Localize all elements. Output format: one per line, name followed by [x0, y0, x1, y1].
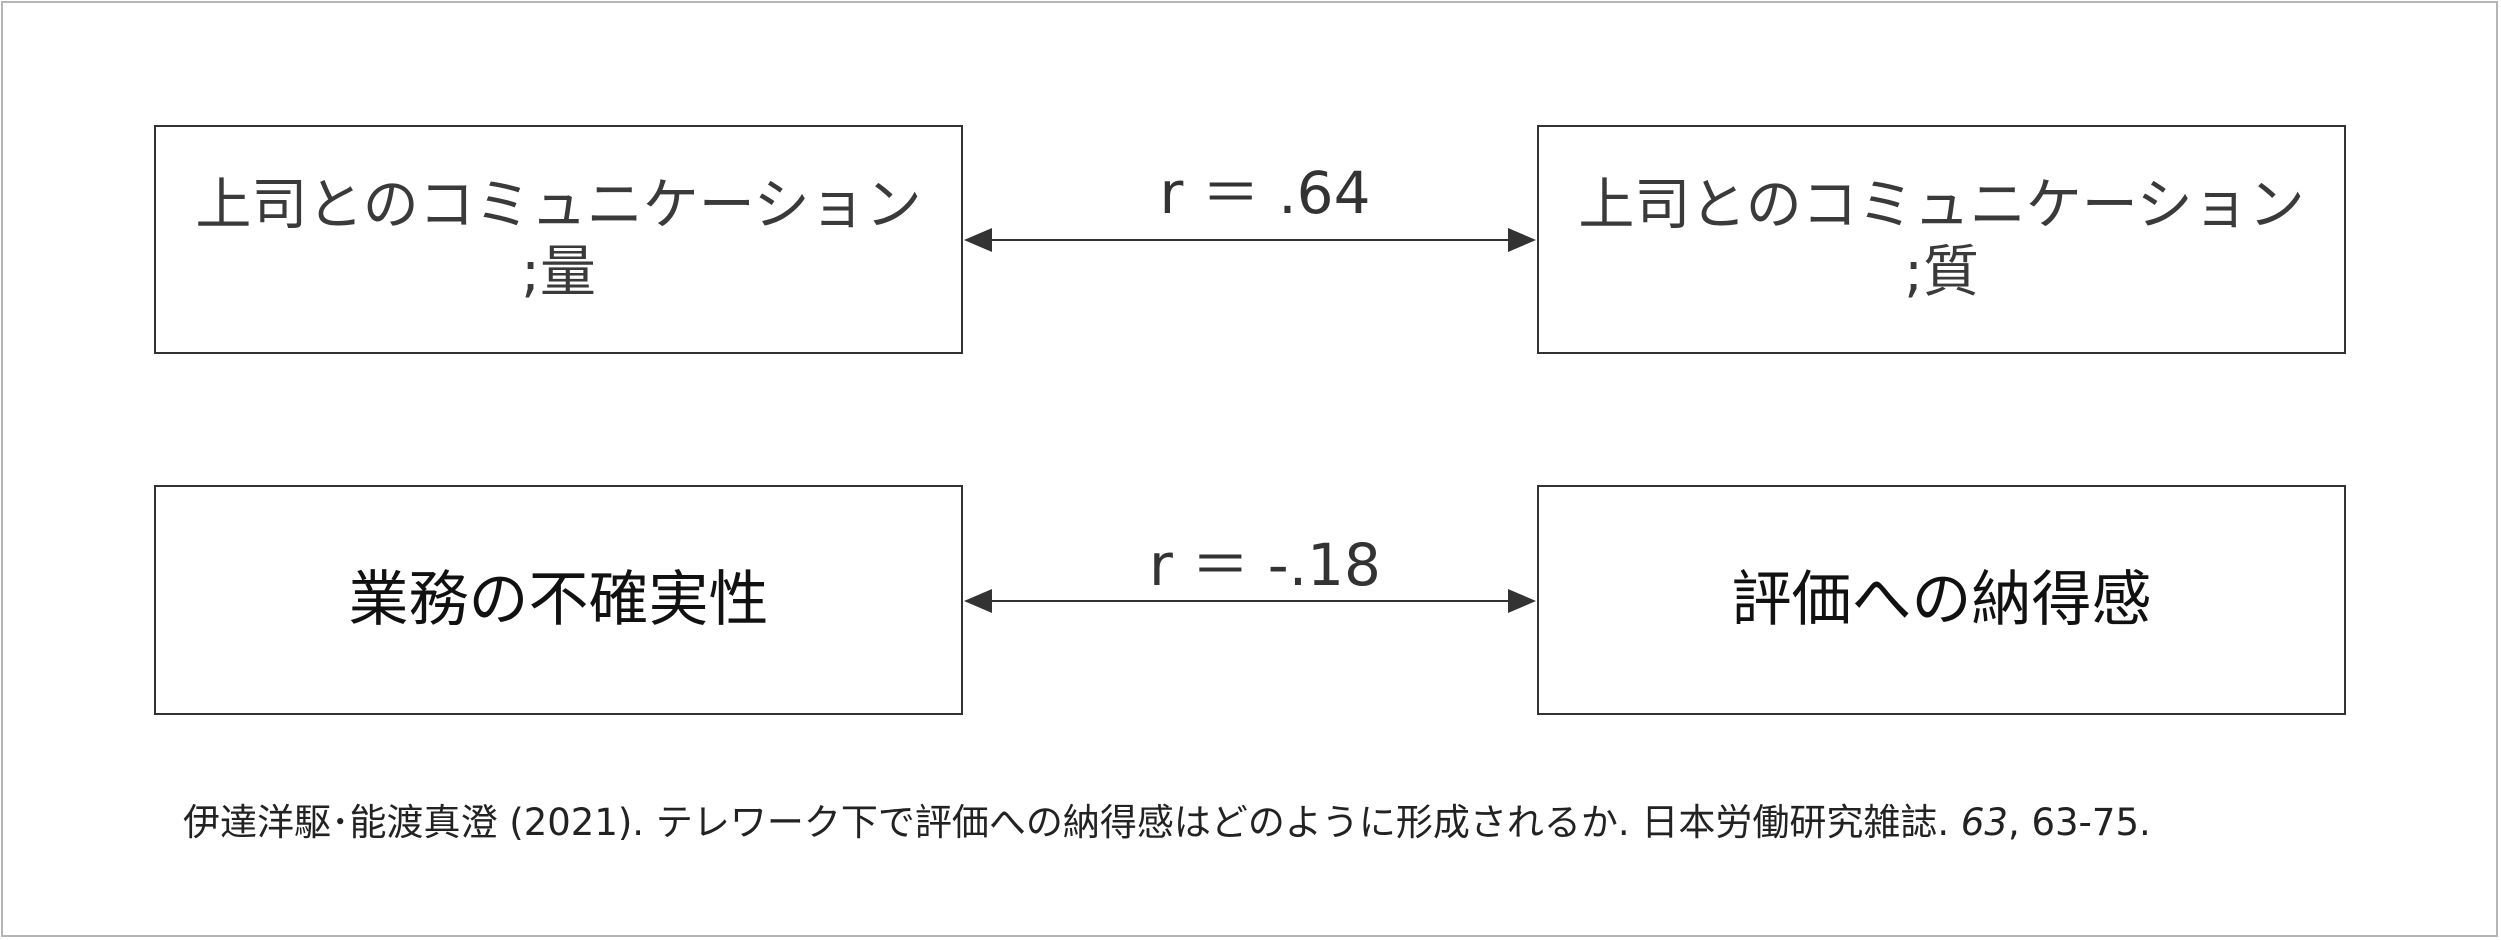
correlation-label-top: r ＝ .64 [1159, 159, 1371, 227]
citation-pages: , 63-75. [2007, 801, 2151, 844]
citation: 伊達洋駆･能渡真澄 (2021). テレワーク下で評価への納得感はどのように形成… [183, 792, 2151, 846]
node-label: 評価への納得感 [1731, 564, 2152, 635]
node-label-line-2: ;質 [1904, 239, 1979, 305]
node-work-uncertainty: 業務の不確実性 [154, 485, 963, 715]
citation-main: 伊達洋駆･能渡真澄 (2021). テレワーク下で評価への納得感はどのように形成… [183, 801, 1961, 844]
node-label-line-2: ;量 [521, 239, 596, 305]
node-label-line-1: 上司とのコミュニケーション [1578, 173, 2305, 239]
node-label-line-1: 上司とのコミュニケーション [195, 173, 922, 239]
node-supervisor-communication-quality: 上司とのコミュニケーション ;質 [1537, 125, 2346, 354]
node-label: 業務の不確実性 [348, 564, 769, 635]
node-evaluation-satisfaction: 評価への納得感 [1537, 485, 2346, 715]
citation-volume: 63 [1960, 801, 2008, 844]
correlation-label-bottom: r ＝ -.18 [1149, 531, 1381, 599]
node-supervisor-communication-quantity: 上司とのコミュニケーション ;量 [154, 125, 963, 354]
